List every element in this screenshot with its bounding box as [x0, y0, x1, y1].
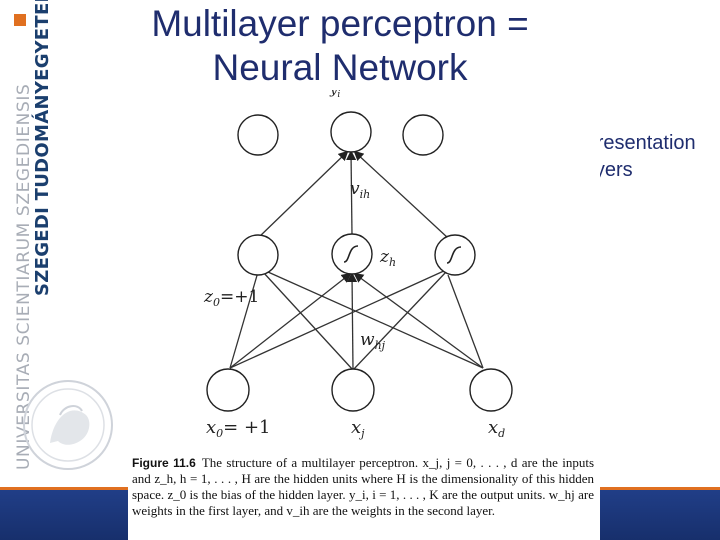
slide-title: Multilayer perceptron = Neural Network — [120, 2, 560, 90]
output-layer — [237, 111, 444, 156]
university-sidebar: SZEGEDI TUDOMÁNYEGYETEM UNIVERSITAS SCIE… — [0, 0, 55, 540]
label-x-j: xj — [351, 417, 365, 440]
input-bias-unit — [206, 368, 250, 412]
output-unit-k — [402, 114, 444, 156]
output-unit-1 — [237, 114, 279, 156]
label-z0: z0=+1 — [203, 287, 259, 309]
figure-caption-text: The structure of a multilayer perceptron… — [132, 455, 595, 518]
label-x-d: xd — [488, 417, 505, 440]
label-y-i: yi — [329, 90, 340, 100]
logo-square-icon — [14, 14, 26, 26]
label-v-ih: vih — [350, 179, 370, 201]
figure-caption-label: Figure 11.6 — [132, 456, 196, 470]
hidden-layer — [237, 233, 476, 276]
hidden-unit-h — [331, 233, 373, 275]
label-x0: x0= +1 — [206, 417, 271, 440]
output-unit-i — [330, 111, 372, 153]
sigmoid-icon — [446, 246, 462, 264]
label-z-h: zh — [379, 247, 396, 269]
first-layer-connections — [229, 269, 484, 371]
mlp-diagram: yi vih zh z0=+1 whj x0= +1 xj xd — [203, 90, 513, 440]
label-w-hj: whj — [360, 330, 386, 352]
sigmoid-icon — [343, 245, 359, 263]
slide-title-line-1: Multilayer perceptron = — [151, 3, 529, 44]
input-unit-d — [469, 368, 513, 412]
hidden-unit-H — [434, 234, 476, 276]
hidden-bias-unit — [237, 234, 279, 276]
university-seal-icon — [23, 380, 113, 470]
input-unit-j — [331, 368, 375, 412]
university-name: SZEGEDI TUDOMÁNYEGYETEM — [32, 0, 53, 296]
mlp-figure: yi vih zh z0=+1 whj x0= +1 xj xd Figure … — [128, 90, 600, 540]
second-layer-connections — [257, 150, 449, 239]
input-layer — [206, 368, 513, 412]
slide-title-line-2: Neural Network — [212, 47, 468, 88]
